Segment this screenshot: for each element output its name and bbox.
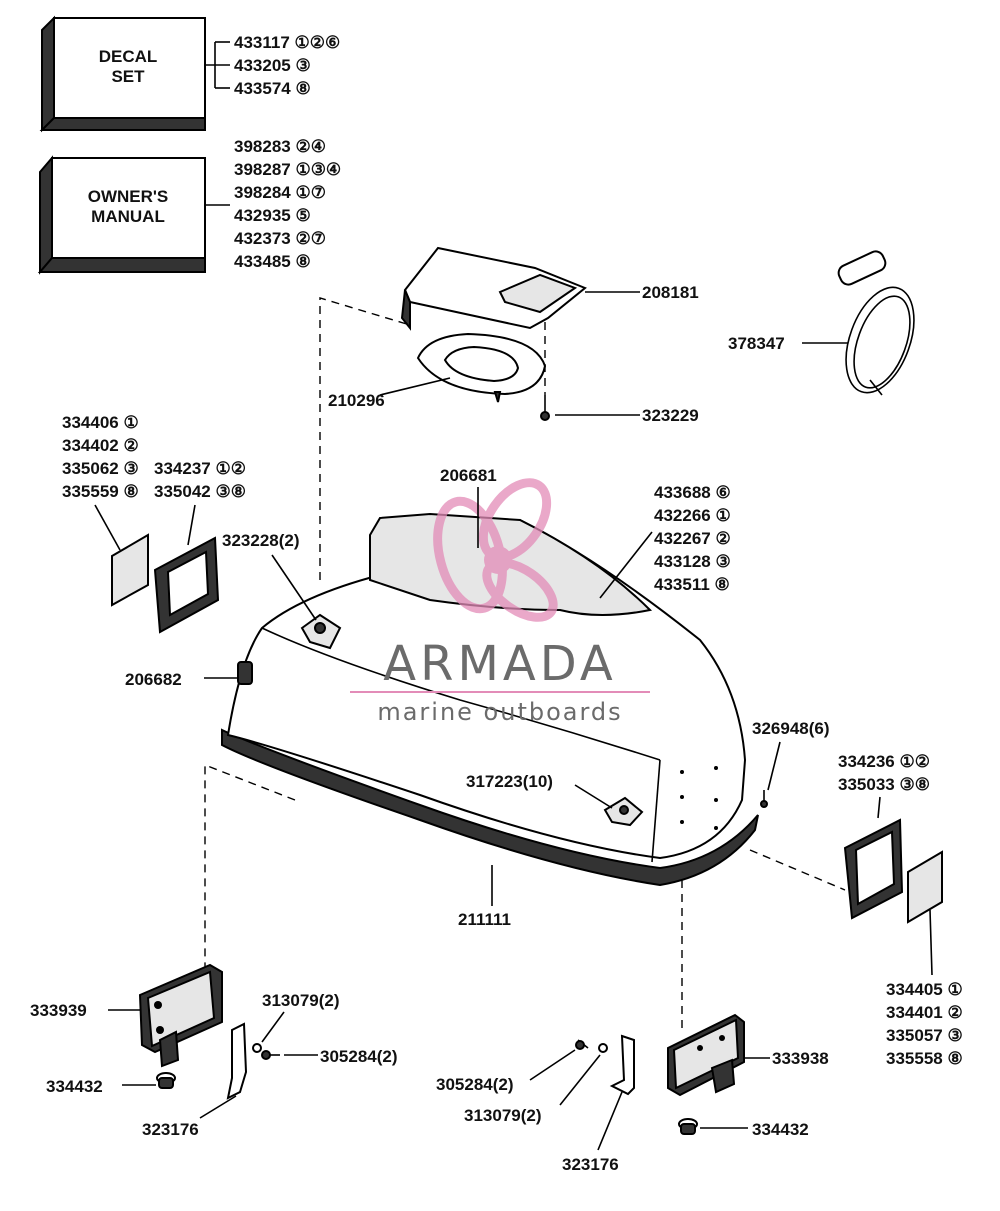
right-bracket-part <box>667 1013 745 1097</box>
top-cap-part <box>400 246 587 331</box>
cover-part-5: 433511 ⑧ <box>654 575 730 594</box>
label-334432-left: 334432 <box>46 1077 103 1096</box>
right-grommet <box>678 1118 698 1135</box>
left-strap-part <box>226 1022 248 1100</box>
decal-set-part-1: 433117 ①②⑥ <box>234 33 340 52</box>
label-206682: 206682 <box>125 670 182 689</box>
label-305284-right: 305284(2) <box>436 1075 514 1094</box>
label-208181: 208181 <box>642 283 699 302</box>
decal-set-box: DECAL SET <box>39 15 206 133</box>
label-210296: 210296 <box>328 391 385 410</box>
label-313079-left: 313079(2) <box>262 991 340 1010</box>
owners-manual-box: OWNER'S MANUAL <box>37 155 206 275</box>
right-decal-frame <box>843 818 904 920</box>
brand-tagline: marine outboards <box>377 698 622 726</box>
screw-323229 <box>540 395 550 421</box>
label-317223: 317223(10) <box>466 772 553 791</box>
right-frame-part-2: 335033 ③⑧ <box>838 775 930 794</box>
seal-part <box>416 332 547 403</box>
brand-name: ARMADA <box>383 636 616 692</box>
owners-manual-part-6: 433485 ⑧ <box>234 252 311 271</box>
left-decal-part-1: 334406 ① <box>62 413 139 432</box>
left-frame-part-2: 335042 ③⑧ <box>154 482 246 501</box>
owners-manual-title-line2: MANUAL <box>91 207 165 226</box>
decal-set-part-3: 433574 ⑧ <box>234 79 311 98</box>
right-decal-sheet <box>907 850 943 924</box>
label-313079-right: 313079(2) <box>464 1106 542 1125</box>
label-323228: 323228(2) <box>222 531 300 550</box>
right-frame-part-1: 334236 ①② <box>838 752 930 771</box>
armada-logo <box>433 478 558 622</box>
label-211111: 211111 <box>458 910 511 929</box>
screw-326948 <box>760 790 768 808</box>
owners-manual-part-4: 432935 ⑤ <box>234 206 311 225</box>
left-decal-part-3: 335062 ③ <box>62 459 139 478</box>
decal-set-title-line1: DECAL <box>99 47 158 66</box>
label-206681: 206681 <box>440 466 497 485</box>
owners-manual-part-2: 398287 ①③④ <box>234 160 341 179</box>
left-bracket-part <box>138 963 223 1068</box>
label-333939: 333939 <box>30 1001 87 1020</box>
left-screw <box>261 1050 280 1060</box>
right-washer <box>598 1043 608 1053</box>
cable-part <box>837 250 915 396</box>
right-decal-part-1: 334405 ① <box>886 980 963 999</box>
cover-part-4: 433128 ③ <box>654 552 731 571</box>
right-screw <box>575 1039 589 1050</box>
owners-manual-part-1: 398283 ②④ <box>234 137 326 156</box>
cover-part-1: 433688 ⑥ <box>654 483 731 502</box>
label-326948: 326948(6) <box>752 719 830 738</box>
label-323229: 323229 <box>642 406 699 425</box>
decal-set-title-line2: SET <box>111 67 145 86</box>
owners-manual-part-5: 432373 ②⑦ <box>234 229 326 248</box>
label-305284-left: 305284(2) <box>320 1047 398 1066</box>
left-decal-frame <box>153 536 220 634</box>
right-decal-part-3: 335057 ③ <box>886 1026 963 1045</box>
right-strap-part <box>609 1034 635 1096</box>
left-decal-sheet <box>111 533 149 607</box>
label-323176-right: 323176 <box>562 1155 619 1174</box>
label-334432-right: 334432 <box>752 1120 809 1139</box>
cover-part-2: 432266 ① <box>654 506 731 525</box>
left-frame-part-1: 334237 ①② <box>154 459 246 478</box>
cover-part-3: 432267 ② <box>654 529 731 548</box>
label-323176-left: 323176 <box>142 1120 199 1139</box>
label-378347: 378347 <box>728 334 785 353</box>
right-decal-part-4: 335558 ⑧ <box>886 1049 963 1068</box>
owners-manual-title-line1: OWNER'S <box>88 187 169 206</box>
left-decal-part-4: 335559 ⑧ <box>62 482 139 501</box>
left-decal-part-2: 334402 ② <box>62 436 139 455</box>
owners-manual-part-3: 398284 ①⑦ <box>234 183 326 202</box>
label-333938: 333938 <box>772 1049 829 1068</box>
right-decal-part-2: 334401 ② <box>886 1003 963 1022</box>
decal-set-part-2: 433205 ③ <box>234 56 311 75</box>
left-grommet <box>156 1072 176 1089</box>
left-washer <box>252 1043 262 1053</box>
